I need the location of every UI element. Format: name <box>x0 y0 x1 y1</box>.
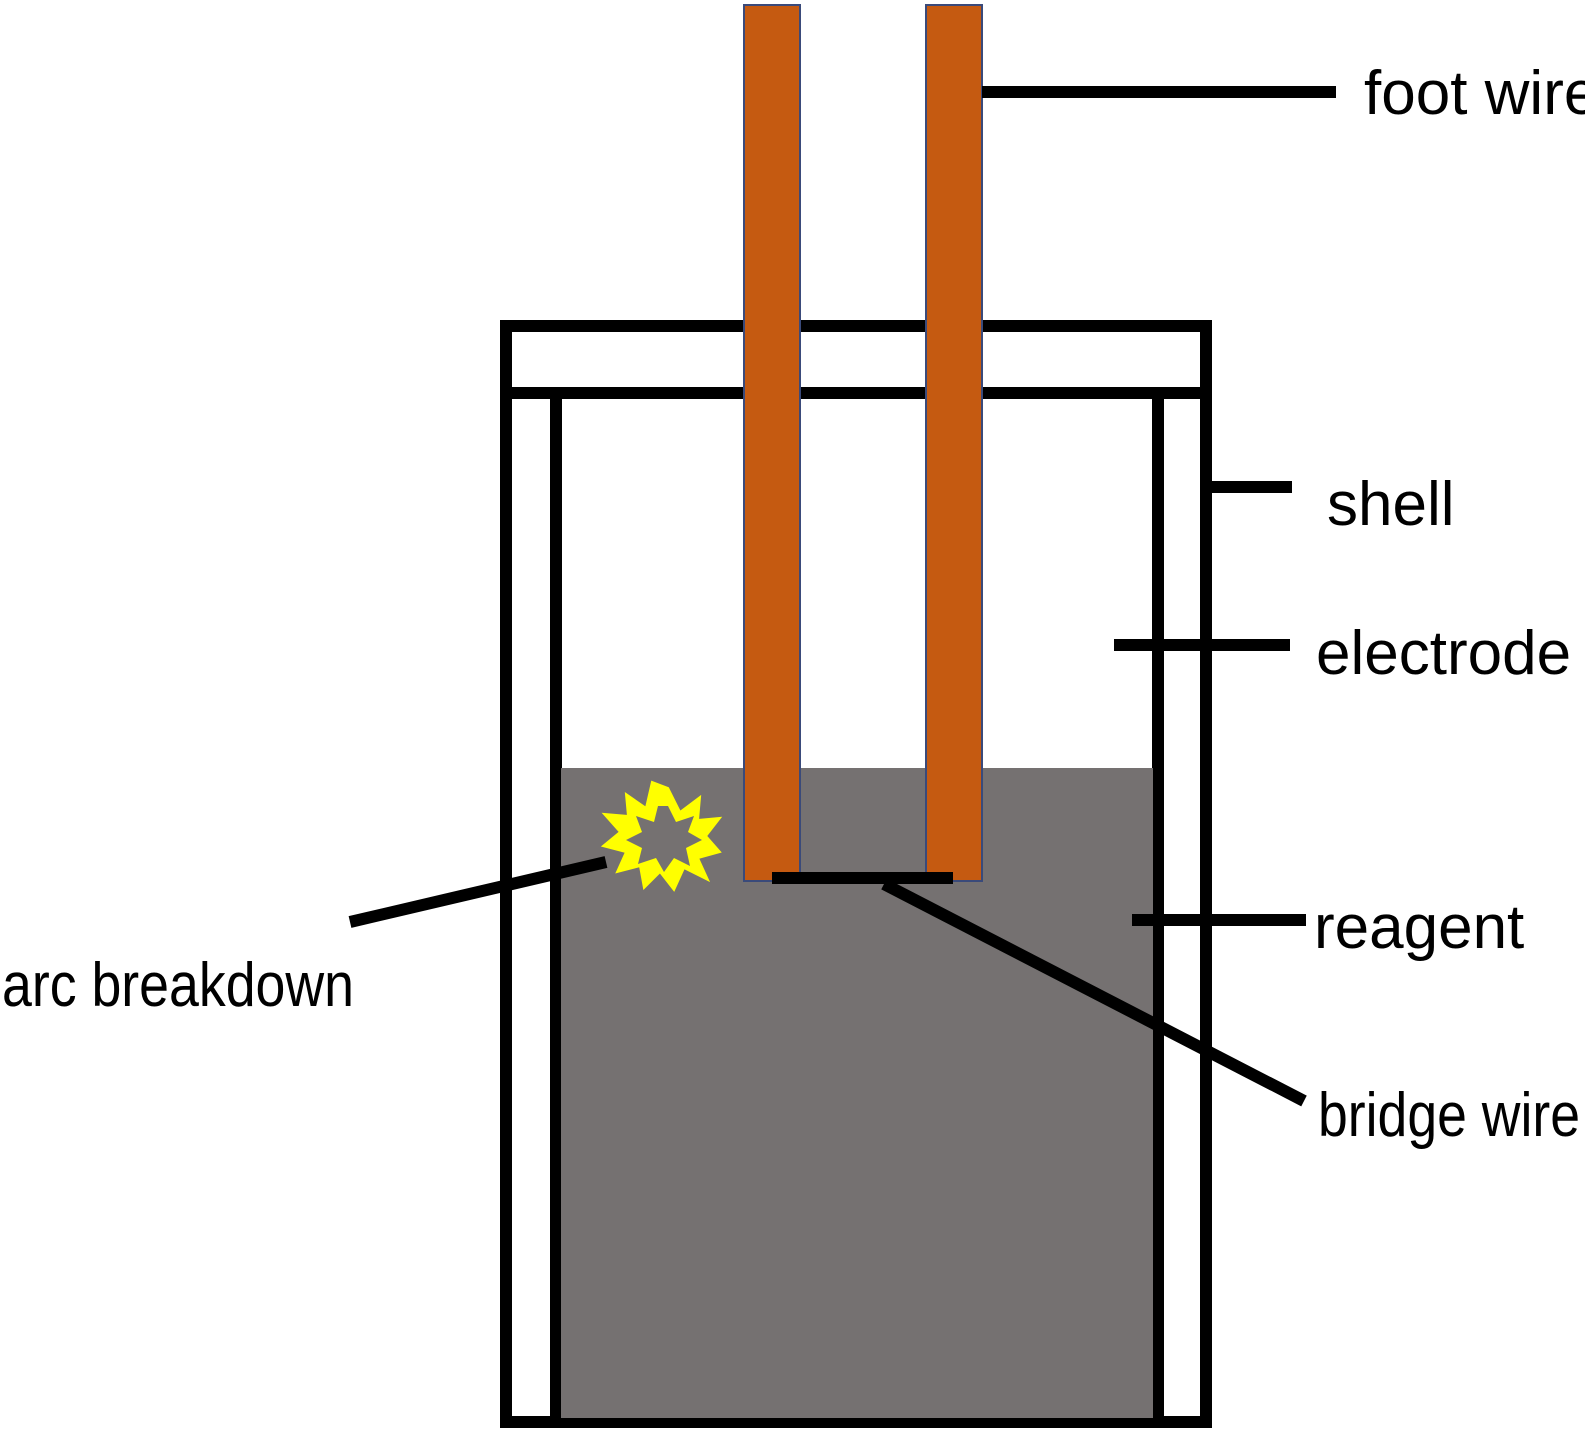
foot-wire-left <box>743 4 801 882</box>
spark-core <box>626 806 702 872</box>
foot-wire-right <box>925 4 983 882</box>
label-arc-breakdown: arc breakdown <box>2 951 354 1020</box>
leader-arc-breakdown <box>348 856 608 928</box>
label-foot-wire: foot wire <box>1364 59 1585 128</box>
label-electrode: electrode <box>1316 619 1571 688</box>
leader-bridge-wire <box>881 878 1307 1107</box>
label-reagent: reagent <box>1314 893 1524 962</box>
label-shell: shell <box>1327 470 1455 539</box>
label-bridge-wire: bridge wire <box>1318 1081 1580 1150</box>
